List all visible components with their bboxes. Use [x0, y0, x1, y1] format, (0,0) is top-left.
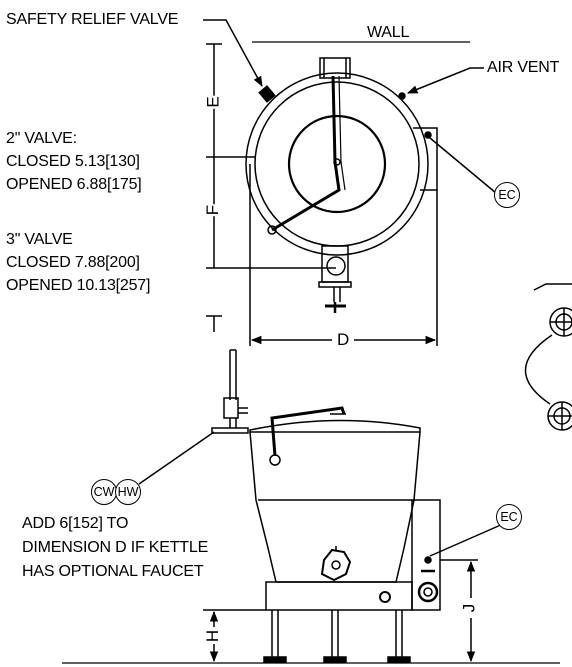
partial-side-view	[524, 283, 572, 431]
ec-port	[424, 556, 432, 564]
lid	[249, 419, 421, 433]
faucet-leader	[138, 431, 215, 485]
ec-callout-side: EC	[496, 504, 522, 530]
front-view	[62, 349, 560, 664]
air-vent-leader	[407, 67, 484, 94]
safety-valve-leader	[203, 19, 263, 87]
control-knob	[417, 581, 439, 603]
valve2-title: 2" VALVE:	[6, 130, 77, 147]
valve3-closed: CLOSED 7.88[200]	[6, 254, 140, 271]
dim-f-label: F	[203, 203, 224, 217]
valve3-title: 3" VALVE	[6, 231, 73, 248]
air-vent-label: AIR VENT	[487, 59, 560, 76]
kettle-outer-rim	[245, 72, 429, 256]
temp-knob	[379, 591, 391, 603]
kettle-bowl	[287, 114, 387, 214]
draw-off-valve-front	[320, 548, 352, 582]
faucet-note-line1: ADD 6[152] TO	[22, 515, 129, 532]
ec-callout-top: EC	[494, 182, 520, 208]
valve2-closed: CLOSED 5.13[130]	[6, 153, 140, 170]
dim-j-label: J	[459, 603, 479, 613]
valve3-opened: OPENED 10.13[257]	[6, 277, 151, 294]
hw-callout: HW	[115, 479, 141, 505]
ec-top-leader	[429, 137, 497, 194]
safety-valve	[258, 85, 276, 103]
kettle-inner-rim	[254, 81, 420, 247]
control-box-top	[413, 127, 438, 191]
legs	[263, 610, 411, 663]
dim-h-label: H	[203, 629, 223, 643]
lid-handle	[271, 75, 341, 232]
safety-relief-valve-label: SAFETY RELIEF VALVE	[6, 11, 179, 28]
valve2-opened: OPENED 6.88[175]	[6, 176, 142, 193]
top-view	[203, 19, 497, 346]
air-vent	[398, 92, 406, 100]
lid-handle-front	[270, 406, 346, 457]
cw-callout: CW	[91, 479, 117, 505]
faucet-note-line2: DIMENSION D IF KETTLE	[22, 539, 209, 556]
dim-d-label: D	[337, 330, 350, 349]
wall-label: WALL	[367, 24, 410, 41]
dim-e-label: E	[203, 95, 224, 109]
faucet-note-line3: HAS OPTIONAL FAUCET	[22, 563, 204, 580]
top-stub	[319, 57, 351, 79]
stand	[265, 581, 413, 611]
control-box	[411, 499, 441, 611]
ec-side-leader	[429, 523, 504, 557]
faucet	[138, 349, 249, 485]
